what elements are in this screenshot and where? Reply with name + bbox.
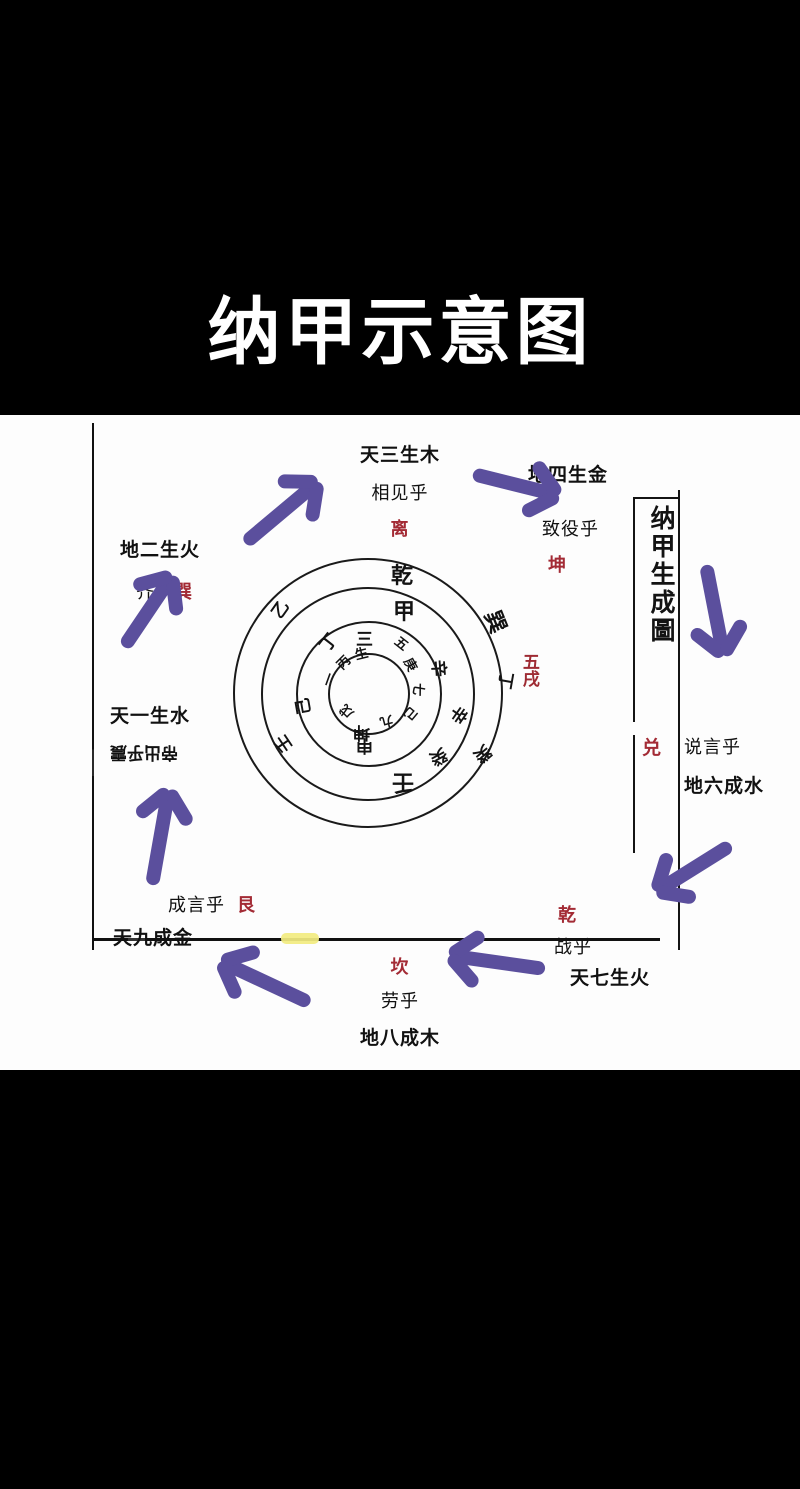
label-leftmiddle-line2: 帝出乎震: [110, 743, 178, 762]
bottom-black-band: [0, 1070, 800, 1489]
label-topright-line2: 致役乎: [542, 519, 599, 539]
label-bottomright-line2: 天七生火: [570, 968, 651, 989]
ring-glyph-ding: 丁: [494, 670, 517, 691]
frame-left-border: [92, 423, 94, 950]
caption-box-left-border: [633, 497, 635, 722]
frame-right-border: [678, 490, 680, 950]
ring-glyph-xin2: 辛: [428, 659, 449, 678]
ring-glyph-qian: 乾: [391, 563, 414, 588]
page-title: 纳甲示意图: [207, 292, 593, 373]
label-leftmiddle-line1: 天一生水: [110, 706, 191, 727]
ring-glyph-san: 三: [356, 630, 373, 649]
ring-glyph-sheng: 生: [353, 644, 370, 663]
label-bottom-trigram: 坎: [390, 957, 410, 977]
label-top-line1: 天三生木: [359, 445, 440, 466]
ring-glyph-qi: 七: [409, 681, 428, 698]
arrow-to-left-lower: [133, 785, 196, 887]
arrow-to-top-left: [240, 474, 325, 549]
vertical-caption: 纳甲生成圖: [647, 505, 674, 645]
arrow-to-top-right: [471, 458, 565, 520]
caption-box-left-border-lower: [633, 735, 635, 853]
label-bottomleft-line1: 成言乎: [168, 895, 225, 915]
ring-glyph-ren: 壬: [392, 770, 415, 795]
frame-bottom-border: [94, 938, 660, 941]
diagram-panel: 乾 巽 丁 癸 乙 甲 壬 坤 己 丁 辛 三 五 一 七 九 生 戊 庚 丙 …: [0, 415, 800, 1070]
ring-third: [296, 621, 442, 767]
label-bottomleft-trigram: 艮: [237, 895, 256, 915]
label-top-line2: 相见乎: [371, 483, 429, 503]
caption-box-top-border: [633, 497, 679, 499]
label-top-trigram: 离: [390, 519, 410, 539]
label-bottomright-line1: 战乎: [554, 937, 592, 957]
label-bottom-line1: 劳乎: [381, 991, 419, 1011]
title-band: 纳甲示意图: [0, 0, 800, 415]
arrow-to-bottom: [444, 927, 546, 991]
ring-glyph-ji: 己: [292, 696, 315, 717]
ring-outer: [233, 558, 503, 828]
yellow-highlight-mark: [281, 933, 319, 944]
arrow-to-right-down: [687, 563, 750, 661]
label-right-line1: 说言乎: [684, 737, 741, 757]
label-bottomright-trigram: 乾: [558, 905, 577, 925]
ring-glyph-shen: 申: [356, 736, 373, 755]
ring-second: [261, 587, 475, 801]
ring-inner: [328, 653, 410, 735]
label-right-line2: 地六成水: [684, 776, 765, 797]
arrow-to-bottom-right: [649, 839, 735, 905]
label-topright-trigram: 坤: [548, 555, 567, 575]
vertical-caption-trigram: 兑: [642, 738, 662, 759]
label-leftupper-line1: 地二生火: [120, 540, 201, 561]
label-bottom-line2: 地八成木: [359, 1028, 440, 1049]
ring-annotation-wuxu: 五戌: [519, 653, 539, 687]
label-bottomleft-line2: 天九成金: [113, 928, 194, 949]
arrow-to-bottom-left: [214, 943, 313, 1010]
ring-glyph-jia: 甲: [393, 599, 416, 624]
